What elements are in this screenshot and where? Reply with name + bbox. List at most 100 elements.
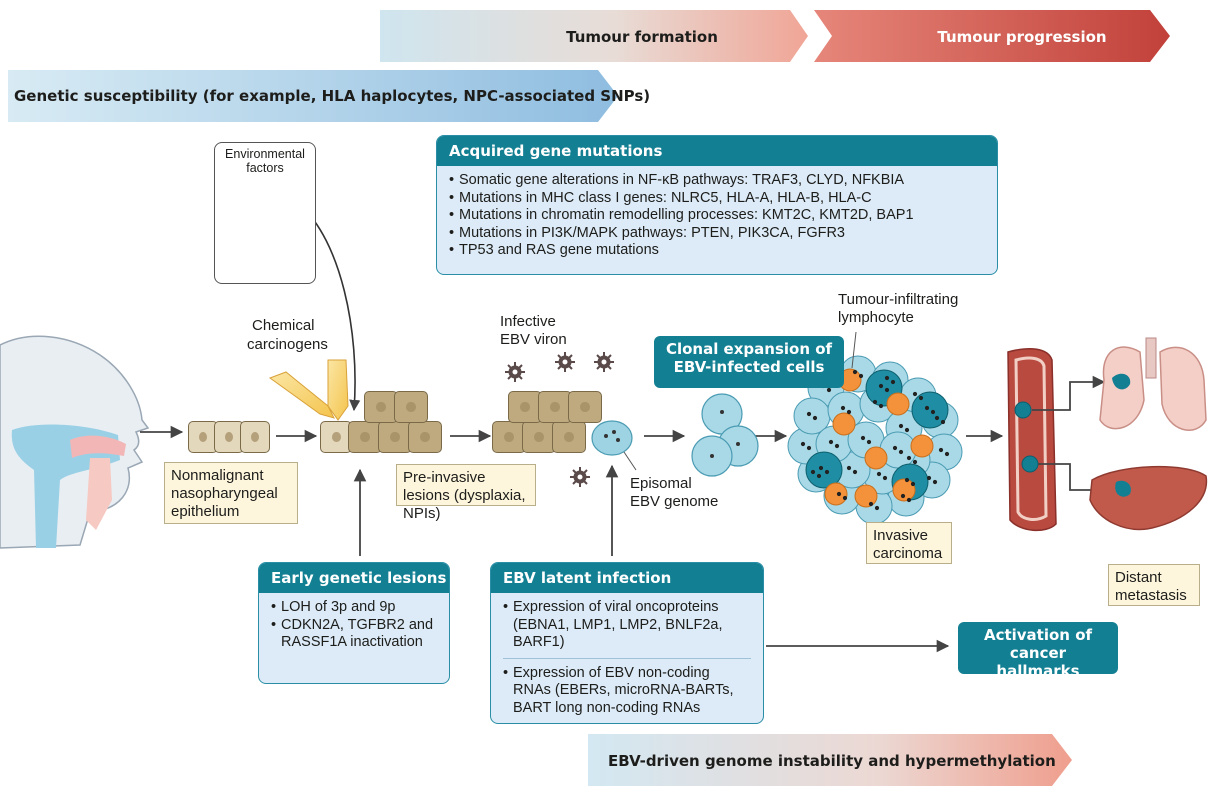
mutation-item: Somatic gene alterations in NF-κB pathwa… [449,172,985,190]
clonal-cells [691,393,759,477]
genome-dot [878,383,884,389]
genome-dot [932,479,938,485]
genome-dot [846,409,852,415]
genome-dot [800,441,806,447]
blood-vessel [1007,347,1057,532]
genome-dot [924,405,930,411]
genome-dot [840,405,846,411]
carcinogen-arrow-1 [268,371,335,419]
genome-dot [898,423,904,429]
genetic-susceptibility-arrow: Genetic susceptibility (for example, HLA… [8,70,650,122]
genome-dot [824,469,830,475]
til-label-2: lymphocyte [838,309,914,326]
genome-dot [836,491,842,497]
genome-dot [904,477,910,483]
ebv-instability-label: EBV-driven genome instability and hyperm… [608,752,1056,770]
genome-dot [882,475,888,481]
early-lesion-item: LOH of 3p and 9p [271,599,437,617]
genome-dot [806,445,812,451]
episomal-pointer [623,451,637,471]
ebv-virion-icons [505,352,614,487]
lymphocyte-cell [832,412,856,436]
genome-dot [912,391,918,397]
genome-dot [910,481,916,487]
genome-dot [846,465,852,471]
genome-dot [812,415,818,421]
genome-dot [918,395,924,401]
mutation-item: Mutations in MHC class I genes: NLRC5, H… [449,190,985,208]
genome-dot [938,447,944,453]
til-label-1: Tumour-infiltrating [838,291,958,308]
lymphocyte-cell [886,392,910,416]
lymphocyte-cell [854,484,878,508]
lymphocyte-cell [910,434,934,458]
genome-dot [906,455,912,461]
nonmalignant-epithelium-label: Nonmalignant nasopharyngeal epithelium [164,462,298,524]
early-lesion-item: CDKN2A, TGFBR2 and RASSF1A inactivation [271,617,437,652]
env-title-line2: factors [246,161,284,175]
carcinogen-arrow-2 [327,359,349,421]
genome-dot [874,505,880,511]
til-pointer [851,331,857,369]
ebv-latent-panel: EBV latent infection Expression of viral… [490,562,764,724]
genome-dot [868,501,874,507]
mutation-item: Mutations in PI3K/MAPK pathways: PTEN, P… [449,225,985,243]
ebv-latent-divider [503,657,751,659]
genome-dot [930,409,936,415]
genome-dot [828,439,834,445]
invasive-carcinoma-label: Invasive carcinoma [866,522,952,564]
clonal-expansion-label: Clonal expansion of EBV-infected cells [654,336,844,388]
lymphocyte-cell [824,482,848,506]
tumour-progression-label: Tumour progression [937,28,1106,46]
arrow-to-lung [1032,375,1106,411]
genome-dot [858,373,864,379]
environmental-factors-box: Environmental factors [214,142,316,284]
acquired-mutations-list: Somatic gene alterations in NF-κB pathwa… [437,166,997,266]
ebv-latent-list: Expression of viral oncoproteins (EBNA1,… [491,593,763,723]
mutation-item: TP53 and RAS gene mutations [449,242,985,260]
genome-dot [878,403,884,409]
genome-dot [884,375,890,381]
genome-dot [852,469,858,475]
chemical-carcinogens-label-2: carcinogens [247,336,328,353]
genome-dot [890,379,896,385]
genome-dot [866,439,872,445]
early-lesions-title: Early genetic lesions [259,563,449,593]
episomal-infected-cell [591,420,633,456]
genetic-susceptibility-label: Genetic susceptibility (for example, HLA… [14,87,650,105]
episomal-label-2: EBV genome [630,493,718,510]
ebv-latent-item: Expression of viral oncoproteins (EBNA1,… [503,599,751,652]
genome-dot [940,419,946,425]
lymphocyte-cell [864,446,888,470]
tumour-formation-label: Tumour formation [566,28,718,46]
chemical-carcinogens-label-1: Chemical [252,317,315,334]
tumour-cell-dark [805,451,843,489]
genome-dot [810,469,816,475]
genome-dot [934,415,940,421]
genome-dot [852,369,858,375]
genome-dot [926,475,932,481]
genome-dot [806,411,812,417]
tumour-cell-dark [911,391,949,429]
lungs-illustration [1099,337,1207,431]
acquired-mutations-title: Acquired gene mutations [437,136,997,166]
genome-dot [818,465,824,471]
genome-dot [944,451,950,457]
liver-illustration [1089,465,1208,531]
genome-dot [816,473,822,479]
genome-dot [900,493,906,499]
early-lesions-list: LOH of 3p and 9p CDKN2A, TGFBR2 and RASS… [259,593,449,658]
genome-dot [860,435,866,441]
mutation-item: Mutations in chromatin remodelling proce… [449,207,985,225]
environmental-factors-title: Environmental factors [215,143,315,175]
genome-dot [826,387,832,393]
genome-dot [876,471,882,477]
ebv-latent-item: Expression of EBV non-coding RNAs (EBERs… [503,665,751,718]
ebv-latent-title: EBV latent infection [491,563,763,593]
tumour-formation-arrow: Tumour formation [380,10,808,62]
genome-dot [884,387,890,393]
genome-dot [892,445,898,451]
genome-dot [834,443,840,449]
infective-virion-label-2: EBV viron [500,331,567,348]
